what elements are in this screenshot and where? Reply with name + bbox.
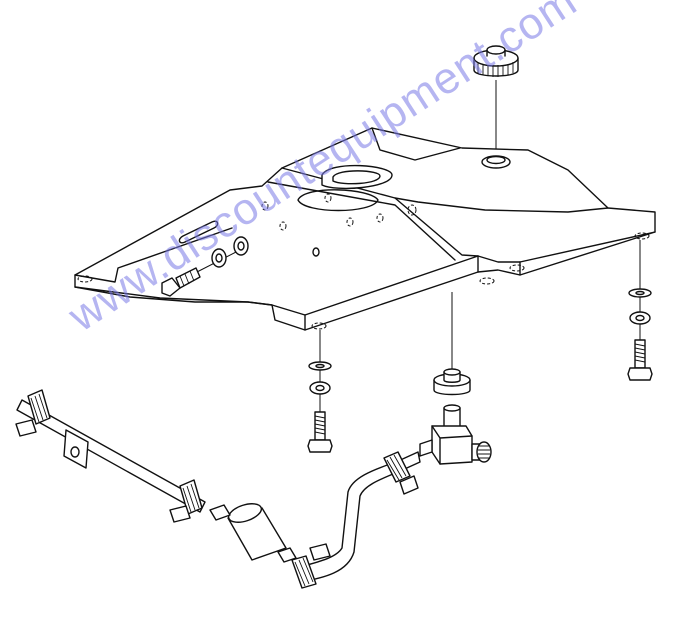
- fuel-shutoff-valve: [419, 292, 492, 465]
- fuel-line-front: [15, 389, 206, 523]
- hose-clamp: [383, 451, 419, 495]
- filler-cap: [473, 45, 519, 152]
- fuel-filter: [209, 503, 297, 563]
- front-left-bolt-assembly: [161, 236, 249, 297]
- hose-clamp: [15, 389, 51, 437]
- center-bolt-assembly: [307, 330, 333, 453]
- fuel-line-rear: [291, 451, 421, 589]
- hose-clamp: [291, 543, 331, 589]
- fuel-tank: [74, 127, 656, 331]
- right-bolt-assembly: [627, 240, 653, 381]
- hose-clamp: [169, 479, 203, 523]
